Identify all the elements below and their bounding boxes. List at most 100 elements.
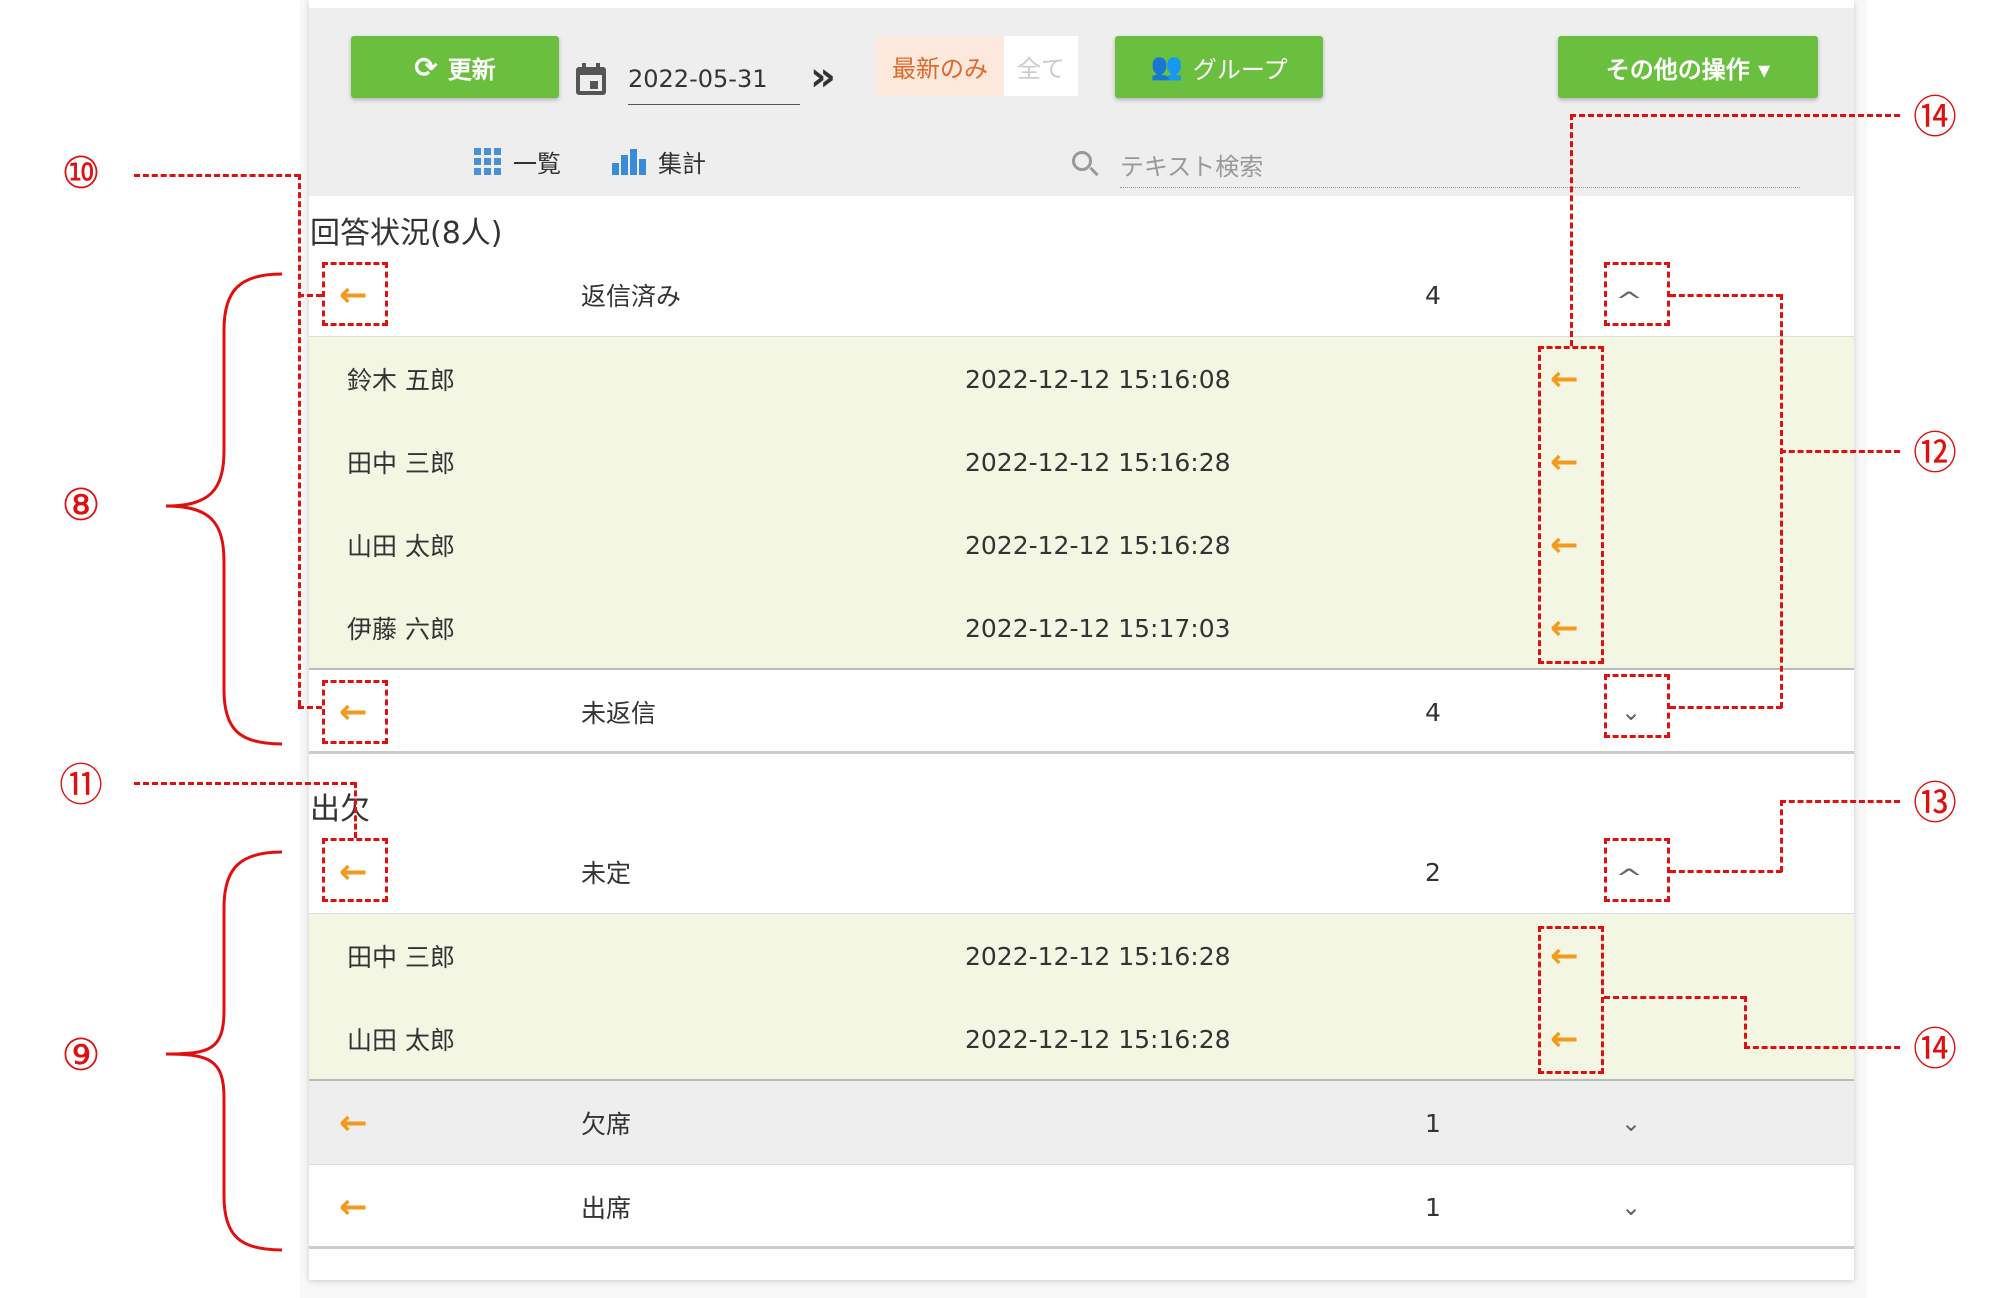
chevron-down-icon[interactable]: ⌄ <box>1621 698 1642 726</box>
group-row-unreplied[interactable]: ← 未返信 4 ⌄ <box>309 670 1854 754</box>
group-icon: 👥 <box>1150 52 1183 82</box>
callout-8: ⑧ <box>61 479 101 531</box>
group-label: グループ <box>1192 55 1288 84</box>
annotation-line <box>354 782 357 838</box>
annotation-box-10b <box>322 680 388 744</box>
table-row: 伊藤 六郎 2022-12-12 15:17:03 ← <box>309 586 1854 670</box>
date-picker[interactable]: 2022-05-31 <box>576 52 800 106</box>
other-actions-button[interactable]: その他の操作 ▾ <box>1558 36 1818 98</box>
reply-time: 2022-12-12 15:16:28 <box>965 447 1231 477</box>
annotation-box-11 <box>322 838 388 902</box>
chevron-down-icon[interactable]: ⌄ <box>1621 1193 1642 1221</box>
refresh-button[interactable]: ⟳ 更新 <box>351 36 559 98</box>
view-list-label: 一覧 <box>513 150 561 178</box>
filter-all-toggle[interactable]: 全て <box>1004 36 1078 96</box>
callout-9: ⑨ <box>61 1029 101 1081</box>
next-date-icon[interactable]: » <box>810 54 836 100</box>
annotation-box-14a <box>1538 346 1604 664</box>
group-label: 出席 <box>581 1194 632 1223</box>
annotation-line <box>1570 114 1900 117</box>
annotation-line <box>1670 870 1782 873</box>
reply-time: 2022-12-12 15:16:28 <box>965 941 1231 971</box>
chevron-up-icon[interactable]: ^ <box>1614 864 1644 892</box>
arrow-left-icon[interactable]: ← <box>339 852 368 892</box>
annotation-box-14b <box>1538 926 1604 1074</box>
annotation-line <box>1604 996 1746 999</box>
group-label: 欠席 <box>581 1110 632 1139</box>
annotation-line <box>1780 294 1783 708</box>
refresh-icon: ⟳ <box>414 50 438 84</box>
arrow-left-icon[interactable]: ← <box>339 275 368 315</box>
group-button[interactable]: 👥 グループ <box>1115 36 1323 98</box>
chevron-down-icon[interactable]: ⌄ <box>1621 1109 1642 1137</box>
table-row: 山田 太郎 2022-12-12 15:16:28 ← <box>309 503 1854 587</box>
annotation-line <box>134 174 300 177</box>
arrow-left-icon[interactable]: ← <box>1550 359 1579 399</box>
reply-time: 2022-12-12 15:16:08 <box>965 364 1231 394</box>
annotation-line <box>298 706 322 709</box>
group-label: 返信済み <box>581 282 682 311</box>
filter-latest-toggle[interactable]: 最新のみ <box>876 36 1004 96</box>
group-row-absent[interactable]: ← 欠席 1 ⌄ <box>309 1081 1854 1165</box>
arrow-left-icon[interactable]: ← <box>339 1187 368 1227</box>
view-tab-summary[interactable]: 集計 <box>612 144 706 179</box>
callout-12: ⑫ <box>1913 428 1957 479</box>
annotation-line <box>134 782 356 785</box>
group-row-present[interactable]: ← 出席 1 ⌄ <box>309 1165 1854 1249</box>
callout-10: ⑩ <box>61 147 101 199</box>
section-title-attendance: 出欠 <box>310 792 370 827</box>
annotation-box-12a <box>1604 262 1670 326</box>
group-count: 4 <box>1425 280 1441 310</box>
member-name: 鈴木 五郎 <box>347 366 455 395</box>
arrow-left-icon[interactable]: ← <box>1550 1019 1579 1059</box>
callout-14-top: ⑭ <box>1913 92 1957 143</box>
annotation-box-13 <box>1604 838 1670 902</box>
annotation-line <box>1744 1046 1900 1049</box>
arrow-left-icon[interactable]: ← <box>1550 936 1579 976</box>
reply-time: 2022-12-12 15:17:03 <box>965 613 1231 643</box>
annotation-line <box>1780 800 1900 803</box>
grid-icon <box>474 148 501 175</box>
group-count: 2 <box>1425 857 1441 887</box>
group-row-undecided[interactable]: ← 未定 2 ^ <box>309 830 1854 914</box>
refresh-label: 更新 <box>447 55 496 84</box>
annotation-line <box>1670 294 1782 297</box>
annotation-line <box>1570 114 1573 346</box>
arrow-left-icon[interactable]: ← <box>1550 525 1579 565</box>
date-input[interactable]: 2022-05-31 <box>628 53 800 105</box>
table-row: 田中 三郎 2022-12-12 15:16:28 ← <box>309 914 1854 998</box>
member-name: 山田 太郎 <box>347 1026 455 1055</box>
group-count: 1 <box>1425 1192 1441 1222</box>
search-box[interactable]: テキスト検索 <box>1072 140 1808 190</box>
annotation-line <box>298 294 322 297</box>
annotation-line <box>1744 996 1747 1048</box>
group-count: 4 <box>1425 697 1441 727</box>
arrow-left-icon[interactable]: ← <box>1550 608 1579 648</box>
table-row: 山田 太郎 2022-12-12 15:16:28 ← <box>309 997 1854 1081</box>
arrow-left-icon[interactable]: ← <box>1550 442 1579 482</box>
reply-time: 2022-12-12 15:16:28 <box>965 530 1231 560</box>
annotation-box-12b <box>1604 674 1670 738</box>
search-icon <box>1072 151 1100 179</box>
search-input[interactable]: テキスト検索 <box>1120 142 1800 188</box>
bar-chart-icon <box>612 148 648 175</box>
annotation-line <box>1670 706 1782 709</box>
group-label: 未返信 <box>581 699 657 728</box>
arrow-left-icon[interactable]: ← <box>339 1103 368 1143</box>
calendar-icon <box>576 63 606 95</box>
member-name: 田中 三郎 <box>347 943 455 972</box>
callout-13: ⑬ <box>1913 778 1957 829</box>
table-row: 田中 三郎 2022-12-12 15:16:28 ← <box>309 420 1854 504</box>
annotation-line <box>1780 800 1783 872</box>
member-name: 伊藤 六郎 <box>347 615 455 644</box>
table-row: 鈴木 五郎 2022-12-12 15:16:08 ← <box>309 337 1854 421</box>
other-actions-label: その他の操作 ▾ <box>1605 55 1771 84</box>
group-row-replied[interactable]: ← 返信済み 4 ^ <box>309 253 1854 337</box>
chevron-up-icon[interactable]: ^ <box>1614 287 1644 315</box>
arrow-left-icon[interactable]: ← <box>339 692 368 732</box>
member-name: 田中 三郎 <box>347 449 455 478</box>
callout-14-bottom: ⑭ <box>1913 1024 1957 1075</box>
annotation-line <box>298 174 301 706</box>
callout-11: ⑪ <box>59 760 103 811</box>
view-tab-list[interactable]: 一覧 <box>474 144 561 179</box>
